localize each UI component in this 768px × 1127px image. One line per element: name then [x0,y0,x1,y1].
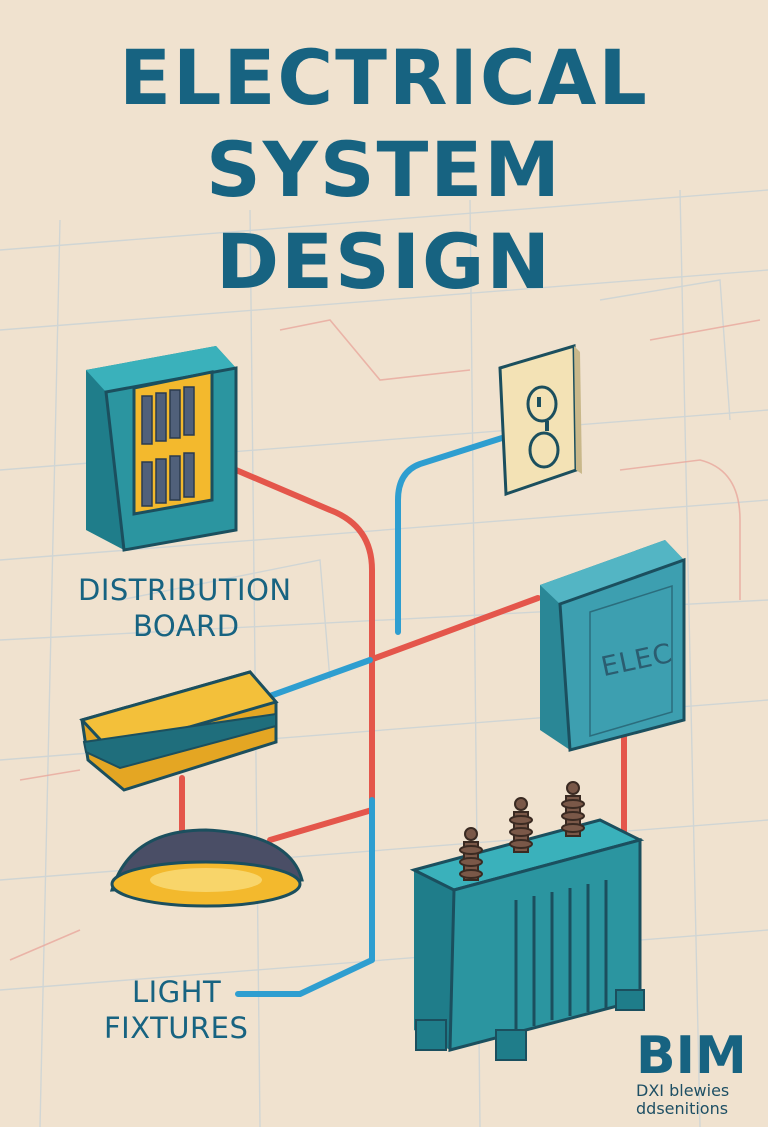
red-wire-board [233,467,375,853]
light-label-line1: LIGHT [132,975,222,1009]
pendant-lamp [109,828,304,908]
blue-wire-cross [267,657,373,699]
distribution-label-line2: BOARD [133,609,240,643]
outlet-icon [498,343,582,497]
title-line-2: SYSTEM [206,125,562,214]
blue-wire-outlet [395,435,505,635]
blue-wire-light [235,797,375,997]
red-wire-fixture [267,807,375,843]
floor-plan-red-lines [9,319,761,961]
elec-panel [540,540,686,752]
wires [179,435,627,997]
branding-subtitle-line1: DXI blewies [636,1081,730,1100]
ceiling-fixture [79,670,279,792]
distribution-label-line1: DISTRIBUTION [78,573,292,607]
title-line-3: DESIGN [215,217,552,306]
bim-logo: BIM [636,1026,747,1086]
distribution-board [86,346,238,552]
light-label-line2: FIXTURES [104,1011,249,1045]
branding-subtitle-line2: ddsenitions [636,1099,729,1118]
red-wire-panel [367,595,541,663]
title-line-1: ELECTRICAL [119,33,649,122]
transformer [409,781,645,1061]
